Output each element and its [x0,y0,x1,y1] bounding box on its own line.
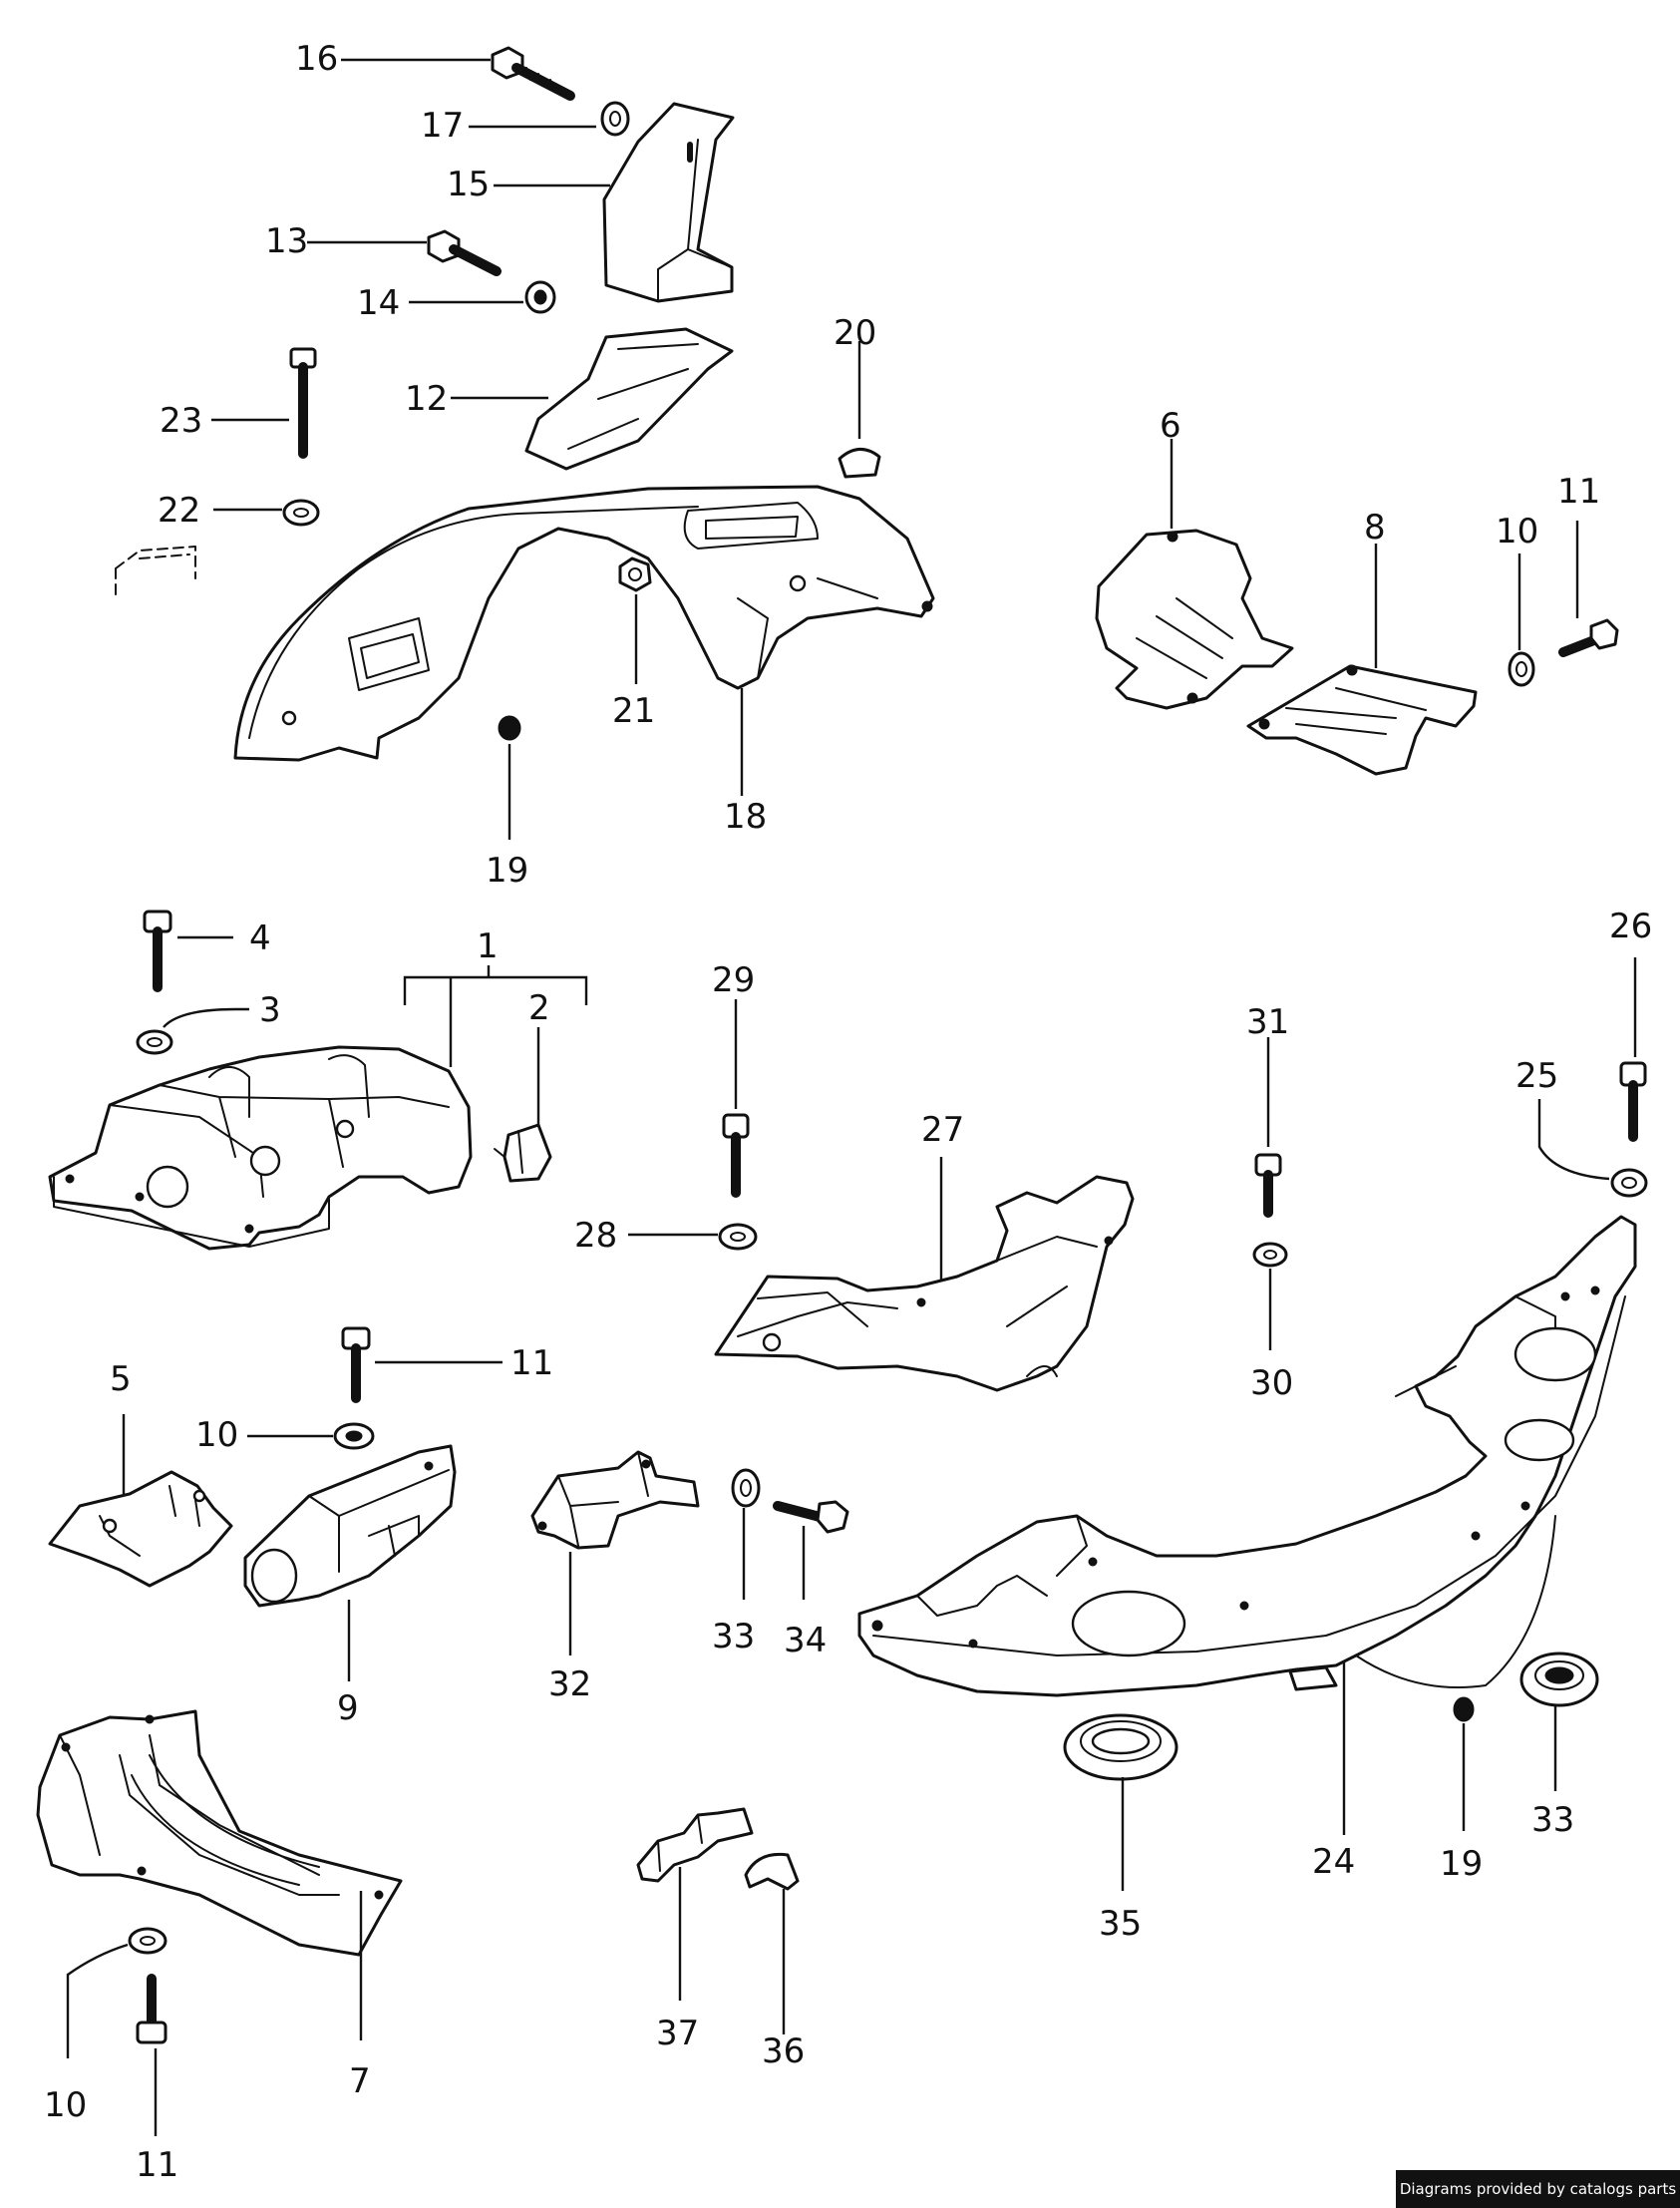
part-14-washer [524,280,556,314]
callout-32: 32 [548,1664,591,1704]
diagram-credit: Diagrams provided by catalogs parts [1396,2170,1680,2208]
callout-2: 2 [528,988,550,1028]
callout-10-top: 10 [1496,512,1538,552]
part-6-cover [1095,529,1294,710]
callout-20: 20 [834,313,876,353]
part-2-clip-nut [494,1123,552,1183]
part-11-bolt-bottom [136,1974,168,2044]
callout-37: 37 [656,2014,699,2053]
callout-4: 4 [249,919,271,958]
callout-7: 7 [349,2061,371,2101]
callout-12: 12 [405,379,448,419]
callout-11-middle: 11 [510,1343,553,1383]
part-27-cover [714,1175,1135,1392]
part-20-plug [838,448,881,479]
part-32-bracket [530,1450,700,1550]
part-1-housing [48,1045,473,1251]
callout-33-middle: 33 [712,1617,755,1656]
part-33-washer-middle [731,1468,761,1508]
part-4-bolt [143,910,172,992]
callout-14: 14 [357,283,400,323]
callout-33-bottom: 33 [1531,1800,1574,1840]
part-5-cover [48,1470,233,1588]
callout-34: 34 [784,1621,827,1660]
callout-21: 21 [612,691,655,731]
part-26-bolt [1619,1061,1647,1142]
callout-9: 9 [337,1688,359,1728]
part-23-bolt [289,347,317,459]
part-29-bolt [722,1113,750,1198]
part-37-clip [636,1807,754,1883]
part-10-washer-middle [333,1422,375,1450]
callout-30: 30 [1250,1363,1293,1403]
callout-10-middle: 10 [195,1415,238,1455]
part-9-cover [243,1444,457,1608]
callout-24: 24 [1312,1842,1355,1882]
part-17-washer [600,101,630,137]
callout-23: 23 [160,401,202,441]
callout-18: 18 [724,797,767,837]
part-19-grommet-top [498,715,521,741]
callout-5: 5 [110,1359,132,1399]
part-25-washer [1610,1168,1648,1198]
callout-11-top: 11 [1557,472,1600,512]
part-10-washer-bottom [128,1927,168,1955]
callout-35: 35 [1099,1904,1142,1944]
part-10-washer-top [1508,651,1535,687]
part-24-lower-shroud [857,1215,1637,1697]
part-12-bracket [524,327,734,471]
callout-15: 15 [447,165,490,204]
part-11-bolt-top [1558,618,1619,657]
part-21-nut [618,556,652,592]
part-13-bolt [427,229,502,276]
callout-19-bottom: 19 [1440,1844,1483,1884]
part-8-cover [1246,664,1478,776]
part-18-fan-shroud [233,485,935,762]
callout-31: 31 [1246,1002,1289,1042]
callout-28: 28 [574,1216,617,1256]
part-11-bolt-middle [341,1326,371,1403]
part-28-washer [718,1223,758,1251]
callout-27: 27 [921,1110,964,1150]
callout-29: 29 [712,960,755,1000]
callout-36: 36 [762,2031,805,2071]
part-clip [115,546,196,599]
part-30-washer [1252,1242,1288,1268]
part-35-seal [1063,1713,1178,1781]
callout-16: 16 [295,39,338,79]
callout-17: 17 [421,106,464,146]
part-33-seal-bottom [1519,1652,1599,1707]
callout-10-bottom: 10 [44,2085,87,2125]
part-7-cover [36,1709,403,1957]
callout-11-bottom: 11 [136,2145,178,2185]
callout-13: 13 [265,221,308,261]
callout-1: 1 [477,926,499,966]
part-22-washer [282,499,320,527]
part-15-bracket [602,102,735,303]
callout-22: 22 [158,491,200,531]
callout-8: 8 [1364,508,1386,548]
callout-3: 3 [259,990,281,1030]
part-19-grommet-bottom [1453,1696,1475,1722]
part-36-clip [744,1852,800,1891]
part-34-bolt [773,1500,849,1534]
part-31-bolt [1254,1153,1282,1218]
part-16-bolt [491,46,575,101]
callout-25: 25 [1515,1056,1558,1096]
part-3-washer [136,1029,173,1055]
callout-6: 6 [1160,406,1181,446]
callout-19-top: 19 [486,851,528,891]
callout-26: 26 [1609,907,1652,946]
